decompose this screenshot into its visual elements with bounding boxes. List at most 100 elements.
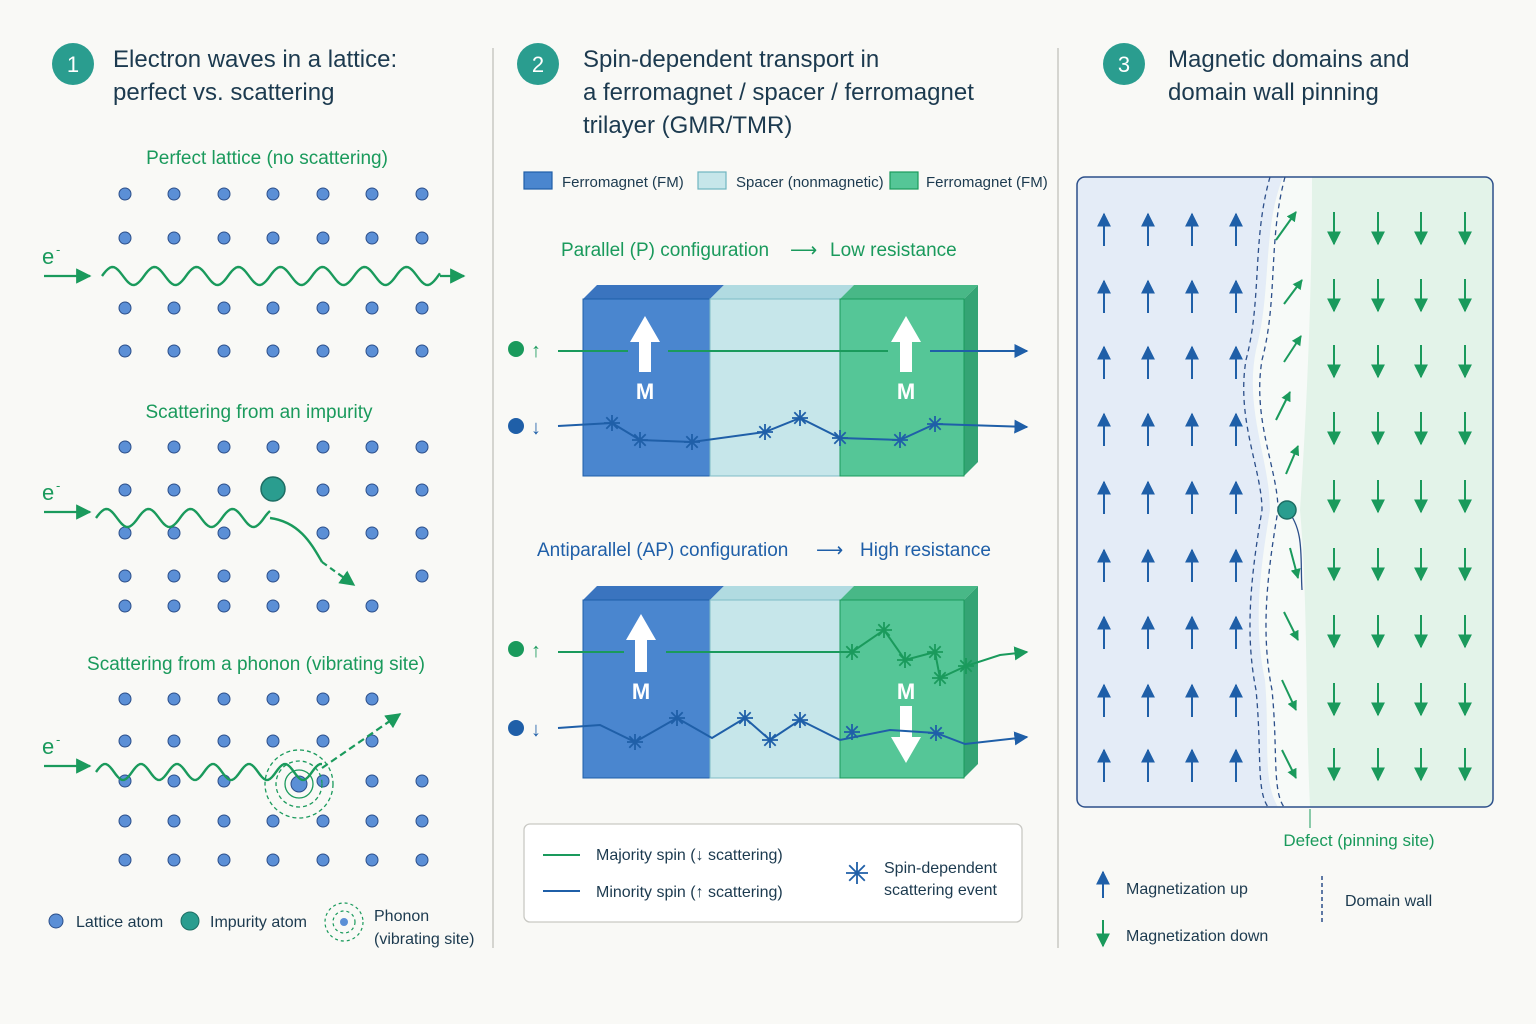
lattice-atom xyxy=(365,187,379,201)
legend-event-label-line2: scattering event xyxy=(884,882,998,899)
magnetization-up-arrows xyxy=(1097,212,1243,782)
panel-1-number: 1 xyxy=(67,52,79,77)
ap-fm2-magnetization-down-arrow xyxy=(891,706,921,763)
scattering-star-icon xyxy=(792,712,808,728)
ap-scattering-events xyxy=(627,622,974,750)
panel-2-number: 2 xyxy=(532,52,544,77)
lattice-atom xyxy=(365,440,379,454)
lattice-atom xyxy=(167,774,181,788)
lattice-atom xyxy=(316,344,330,358)
legend-fm2-label: Ferromagnet (FM) xyxy=(926,174,1048,191)
electron-label-3: e xyxy=(42,734,54,759)
legend-lattice-atom-label: Lattice atom xyxy=(76,914,163,931)
p-spacer-top-face xyxy=(710,285,854,299)
lattice-atom xyxy=(316,231,330,245)
scattering-star-icon xyxy=(897,652,913,668)
magnetization-down-arrows xyxy=(1327,212,1472,782)
p-fm1-top-face xyxy=(583,285,724,299)
lattice-atom xyxy=(167,483,181,497)
p-spacer-layer xyxy=(709,298,841,477)
scattering-star-icon xyxy=(928,725,944,741)
panel-1-title-line1: Electron waves in a lattice: xyxy=(113,46,397,73)
scattering-star-icon xyxy=(927,416,943,432)
lattice-atom xyxy=(217,692,231,706)
lattice-atom xyxy=(365,483,379,497)
legend-fm1-swatch xyxy=(523,171,553,190)
legend-phonon-atom xyxy=(340,918,348,926)
domain-region xyxy=(1077,177,1493,807)
lattice-atom xyxy=(118,301,132,315)
perfect-lattice xyxy=(118,187,429,358)
ap-side-face xyxy=(964,586,978,778)
parallel-arrow-glyph: ⟶ xyxy=(790,240,817,261)
ap-fm1-top-face xyxy=(583,586,724,600)
lattice-atom xyxy=(316,734,330,748)
impurity-atom xyxy=(260,476,286,502)
panel-3-number: 3 xyxy=(1118,52,1130,77)
legend-phonon-label-line1: Phonon xyxy=(374,908,429,925)
lattice-atom xyxy=(217,526,231,540)
lattice-atom xyxy=(118,692,132,706)
lattice-atom xyxy=(167,569,181,583)
electron-wave-phonon xyxy=(95,762,322,782)
p-minority-path xyxy=(557,416,1029,444)
lattice-atom xyxy=(415,774,429,788)
electron-sup-3: - xyxy=(56,732,60,747)
ap-fm1-m-label: M xyxy=(632,679,650,704)
lattice-atom xyxy=(266,187,280,201)
lattice-atom xyxy=(266,344,280,358)
lattice-atom xyxy=(167,814,181,828)
phonon-ring-inner xyxy=(284,769,314,799)
p-fm2-top-face xyxy=(840,285,978,299)
lattice-atom xyxy=(415,440,429,454)
lattice-atom xyxy=(415,187,429,201)
lattice-atom xyxy=(365,301,379,315)
phonon-ring-middle xyxy=(275,760,323,808)
scattering-star-icon xyxy=(604,415,620,431)
lattice-atom xyxy=(118,344,132,358)
scattered-electron-arrow xyxy=(321,561,356,586)
antiparallel-arrow-glyph: ⟶ xyxy=(816,540,843,561)
legend-lattice-atom-icon xyxy=(48,913,64,929)
scattering-star-icon xyxy=(627,734,643,750)
legend-phonon-ring-outer xyxy=(324,902,364,942)
lattice-atom xyxy=(365,692,379,706)
lattice-atom xyxy=(118,187,132,201)
lattice-atom xyxy=(365,853,379,867)
lattice-atom xyxy=(365,599,379,613)
rotating-spin-arrow xyxy=(1281,749,1297,779)
rotating-spin-arrow xyxy=(1283,335,1302,363)
antiparallel-trilayer: M M xyxy=(582,586,978,779)
lattice-atom xyxy=(266,853,280,867)
scattering-star-icon xyxy=(844,724,860,740)
rotating-spin-arrow xyxy=(1281,679,1297,711)
domain-up-background xyxy=(1077,177,1283,807)
scattering-star-icon xyxy=(762,732,778,748)
electron-sup-1: - xyxy=(56,242,60,257)
lattice-atom xyxy=(217,301,231,315)
lattice-atom xyxy=(415,569,429,583)
lattice-atom xyxy=(167,526,181,540)
lattice-atom xyxy=(118,814,132,828)
p-fm1-m-label: M xyxy=(636,379,654,404)
phonon-scattered-arrow xyxy=(321,713,402,769)
rotating-spin-arrow xyxy=(1289,547,1301,579)
panel-1: 1 Electron waves in a lattice: perfect v… xyxy=(42,43,474,948)
electron-sup-2: - xyxy=(56,478,60,493)
deflected-path xyxy=(269,516,324,563)
lattice-atom xyxy=(266,231,280,245)
legend-domain-wall-label: Domain wall xyxy=(1345,893,1432,910)
domain-wall-region xyxy=(1252,177,1312,807)
lattice-atom xyxy=(266,599,280,613)
domain-wall-boundary-left xyxy=(1243,177,1271,807)
electron-wave-perfect xyxy=(101,265,441,287)
perfect-lattice-label: Perfect lattice (no scattering) xyxy=(146,148,388,169)
lattice-atom xyxy=(365,344,379,358)
scattering-star-icon xyxy=(632,432,648,448)
ap-spin-down-electron xyxy=(508,720,524,736)
ap-fm2-top-face xyxy=(840,586,978,600)
lattice-atom xyxy=(167,187,181,201)
lattice-atom xyxy=(316,483,330,497)
defect-label: Defect (pinning site) xyxy=(1283,831,1434,850)
